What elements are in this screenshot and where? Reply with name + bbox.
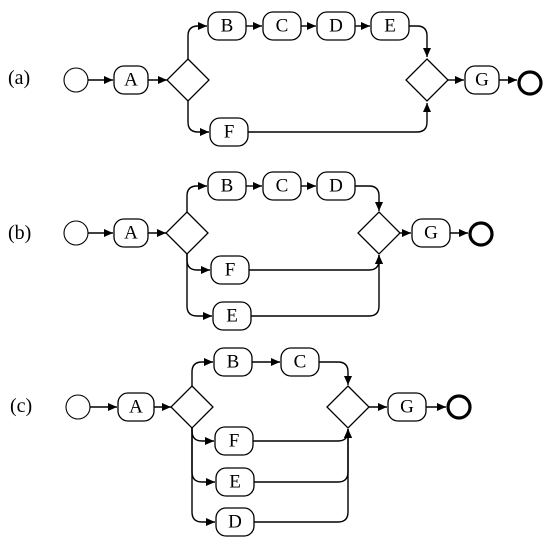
join-gateway xyxy=(405,58,449,102)
end-event xyxy=(517,70,543,96)
svg-text:D: D xyxy=(329,16,343,37)
task-node: F xyxy=(210,255,250,285)
task-node: A xyxy=(117,392,155,422)
start-event xyxy=(65,394,91,420)
svg-text:A: A xyxy=(124,70,138,91)
svg-text:C: C xyxy=(276,16,289,37)
end-event xyxy=(446,394,472,420)
diagram-c: (c) A B C F E xyxy=(10,347,472,537)
task-node: E xyxy=(370,11,410,41)
join-gateway xyxy=(326,385,370,429)
svg-text:E: E xyxy=(226,306,238,327)
task-node: E xyxy=(215,467,255,497)
svg-text:A: A xyxy=(129,397,143,418)
task-node: D xyxy=(316,11,356,41)
svg-text:B: B xyxy=(221,176,234,197)
end-event xyxy=(468,221,494,247)
svg-text:F: F xyxy=(224,122,235,143)
task-node: B xyxy=(213,347,253,377)
svg-text:G: G xyxy=(424,223,438,244)
split-gateway xyxy=(165,211,209,255)
svg-text:B: B xyxy=(227,352,240,373)
diagram-label: (a) xyxy=(8,67,30,89)
task-node: B xyxy=(207,11,247,41)
svg-text:E: E xyxy=(229,472,241,493)
svg-text:D: D xyxy=(228,512,242,533)
start-event xyxy=(63,67,89,93)
task-node: C xyxy=(280,347,320,377)
task-node: B xyxy=(207,171,247,201)
join-gateway xyxy=(357,211,401,255)
svg-text:F: F xyxy=(229,431,240,452)
task-node: F xyxy=(214,426,254,456)
svg-text:C: C xyxy=(294,352,307,373)
split-gateway xyxy=(170,385,214,429)
task-node: C xyxy=(262,11,302,41)
diagram-label: (b) xyxy=(8,222,31,244)
split-gateway xyxy=(166,58,210,102)
diagram-b: (b) A B C D F xyxy=(8,171,494,331)
svg-text:B: B xyxy=(221,16,234,37)
svg-text:C: C xyxy=(276,176,289,197)
task-node: A xyxy=(113,218,149,248)
task-node: A xyxy=(113,65,149,95)
task-node: D xyxy=(215,507,255,537)
task-node: C xyxy=(262,171,302,201)
diagram-label: (c) xyxy=(10,395,32,417)
task-node: F xyxy=(209,117,249,147)
task-node: G xyxy=(411,218,451,248)
task-node: G xyxy=(387,392,427,422)
diagram-a: (a) A B C D E xyxy=(8,11,543,147)
svg-text:G: G xyxy=(400,397,414,418)
task-node: D xyxy=(316,171,356,201)
start-event xyxy=(63,220,89,246)
task-node: G xyxy=(464,65,500,95)
svg-text:E: E xyxy=(384,16,396,37)
task-node: E xyxy=(212,301,252,331)
svg-text:D: D xyxy=(329,176,343,197)
svg-text:G: G xyxy=(475,70,489,91)
svg-text:A: A xyxy=(124,223,138,244)
svg-text:F: F xyxy=(225,260,236,281)
